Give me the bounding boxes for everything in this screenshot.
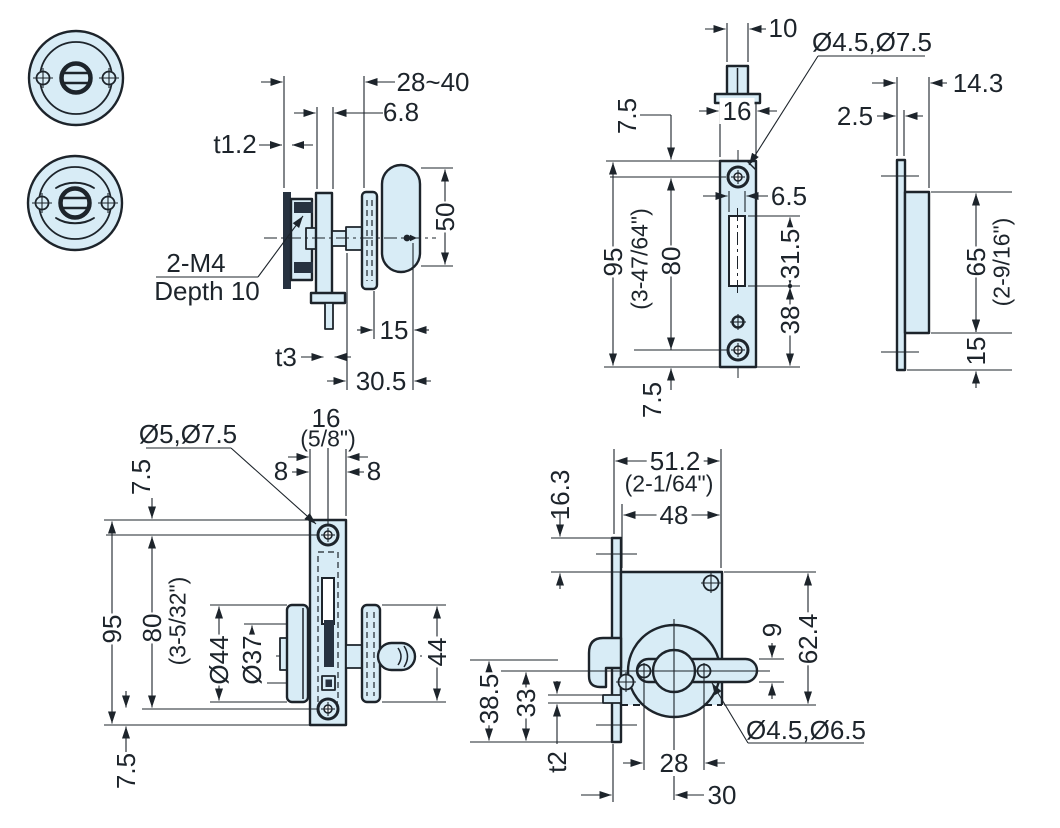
screw-icon (316, 523, 340, 547)
dim-strike-holes: Ø4.5,Ø7.5 (812, 27, 932, 57)
dim-slot-height: 31.5 (775, 227, 805, 281)
screw-icon (33, 68, 119, 88)
knob-screw-dot (403, 234, 411, 242)
dim-rosette-inner: Ø37 (237, 634, 267, 686)
dim-case-height: 62.4 (793, 612, 823, 666)
dim-bottom-offset: 15 (961, 335, 991, 367)
dim-strike-depth: 14.3 (952, 68, 1004, 98)
dim-t2: t2 (542, 751, 572, 773)
rosette-front-privacy-view (26, 154, 124, 252)
dim-knob-offset: 15 (379, 315, 409, 345)
rosette-front-plain-view (27, 29, 125, 127)
note-tap-line1: 2-M4 (166, 248, 226, 278)
screw-icon (726, 165, 750, 189)
dim-lever-holes: Ø4.5,Ø6.5 (746, 715, 866, 745)
screw-icon (616, 672, 636, 692)
note-tap-line2: Depth 10 (154, 276, 260, 306)
dim-lock-width-inch: (5/8") (300, 425, 356, 452)
dim-body-height-inch: (2-9/16") (988, 217, 1015, 307)
dim-slot-width: 6.5 (770, 181, 808, 211)
dim-strike-top-margin: 7.5 (612, 97, 642, 135)
dim-body-height: 65 (961, 246, 991, 278)
dim-overall-depth: 30.5 (355, 366, 407, 396)
dim-rosette-outer: Ø44 (204, 634, 234, 686)
screw-icon (316, 697, 340, 721)
dim-knob-length: 44 (422, 636, 452, 668)
dim-lock-width: 16 (311, 403, 341, 433)
dim-plate-offset: 16.3 (545, 469, 575, 521)
dim-knob-height: 50 (430, 201, 460, 233)
dim-tab-center: 33 (511, 687, 541, 719)
dim-offset-left: 8 (273, 456, 289, 486)
dim-lever-center: 38.5 (474, 672, 504, 726)
lock-body-side-view (470, 449, 864, 802)
dim-backset: 6.8 (382, 97, 420, 127)
dim-t3: t3 (275, 342, 297, 372)
dim-door-thickness: 28~40 (396, 67, 470, 97)
dim-strike-height: 95 (598, 246, 628, 278)
dim-case-total-width-inch: (2-1/64") (621, 472, 717, 496)
knob-front (376, 641, 417, 672)
dim-strike-bottom-margin: 7.5 (637, 381, 667, 419)
dim-strike-height-inch: (3-47/64") (626, 208, 653, 310)
dim-t1: t1.2 (213, 129, 257, 159)
dim-lock-bottom-margin: 7.5 (111, 752, 141, 790)
dim-bolt-width: 10 (768, 13, 798, 43)
dim-case-total-width: 51.2 (646, 448, 704, 474)
hook-bolt (587, 636, 623, 689)
strike-plate-side-view (872, 77, 1012, 388)
dim-lock-top-margin: 7.5 (126, 458, 156, 496)
screw-icon (701, 573, 721, 593)
lock-body-front-view (104, 447, 446, 752)
dim-case-width: 48 (656, 502, 692, 528)
dim-strike-width: 16 (719, 98, 755, 124)
knob-side-view (156, 76, 453, 390)
screw-icon (726, 338, 750, 362)
dim-strike-hole-pitch: 80 (656, 245, 686, 277)
screw-icon (32, 193, 118, 213)
dim-plate-thickness: 2.5 (836, 101, 874, 131)
dim-lock-hole-pitch: 80 (137, 612, 167, 644)
dim-lever-height: 9 (757, 622, 787, 638)
dim-lock-height: 95 (97, 613, 127, 645)
dim-center-offset: 30 (707, 780, 737, 810)
dim-lock-holes: Ø5,Ø7.5 (138, 419, 238, 449)
strike-plate-front-view (604, 23, 925, 390)
dim-slot-to-hole: 38 (775, 304, 805, 336)
dim-lock-hole-pitch-inch: (3-5/32") (164, 576, 191, 666)
dim-lever-hole-pitch: 28 (656, 750, 692, 776)
dim-offset-right: 8 (366, 456, 382, 486)
